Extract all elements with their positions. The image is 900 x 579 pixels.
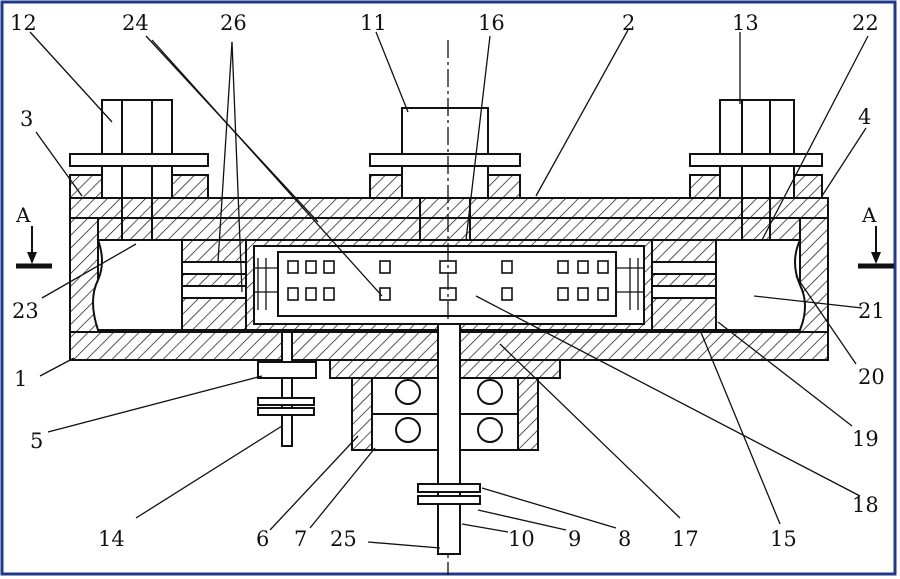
leader-lines (29, 29, 869, 549)
section-marker-right: A (858, 203, 894, 269)
part-labels: 12 24 26 11 16 2 13 22 3 4 23 21 1 20 5 … (10, 11, 885, 551)
label-25: 25 (330, 527, 357, 551)
label-9: 9 (568, 527, 581, 551)
label-21: 21 (858, 299, 885, 323)
label-12: 12 (10, 11, 37, 35)
label-17: 17 (672, 527, 699, 551)
label-8: 8 (618, 527, 631, 551)
label-18: 18 (852, 493, 879, 517)
center-port-11 (369, 107, 521, 240)
label-4: 4 (858, 105, 871, 129)
main-housing (69, 217, 829, 361)
label-16: 16 (478, 11, 505, 35)
label-23: 23 (12, 299, 39, 323)
label-1: 1 (14, 367, 27, 391)
right-comb-teeth (616, 258, 644, 310)
right-port-13 (689, 99, 823, 240)
label-6: 6 (256, 527, 269, 551)
left-comb-teeth (254, 258, 278, 310)
left-chamber (92, 239, 183, 331)
svg-text:A: A (15, 203, 31, 227)
label-20: 20 (858, 365, 885, 389)
label-5: 5 (30, 429, 43, 453)
label-22: 22 (852, 11, 879, 35)
label-10: 10 (508, 527, 535, 551)
drive-shaft (417, 323, 481, 555)
left-insert-block (181, 239, 247, 331)
label-2: 2 (622, 11, 635, 35)
left-small-shaft (257, 331, 317, 447)
left-port-12 (69, 99, 209, 240)
label-13: 13 (732, 11, 759, 35)
label-3: 3 (20, 107, 33, 131)
label-15: 15 (770, 527, 797, 551)
label-7: 7 (294, 527, 307, 551)
label-19: 19 (852, 427, 879, 451)
label-11: 11 (360, 11, 387, 35)
svg-text:A: A (861, 203, 877, 227)
label-26: 26 (220, 11, 247, 35)
hole-array (287, 260, 609, 301)
section-marker-left: A (15, 203, 52, 269)
label-14: 14 (98, 527, 125, 551)
right-chamber (715, 239, 806, 331)
right-insert-block (651, 239, 717, 331)
label-24: 24 (122, 11, 149, 35)
